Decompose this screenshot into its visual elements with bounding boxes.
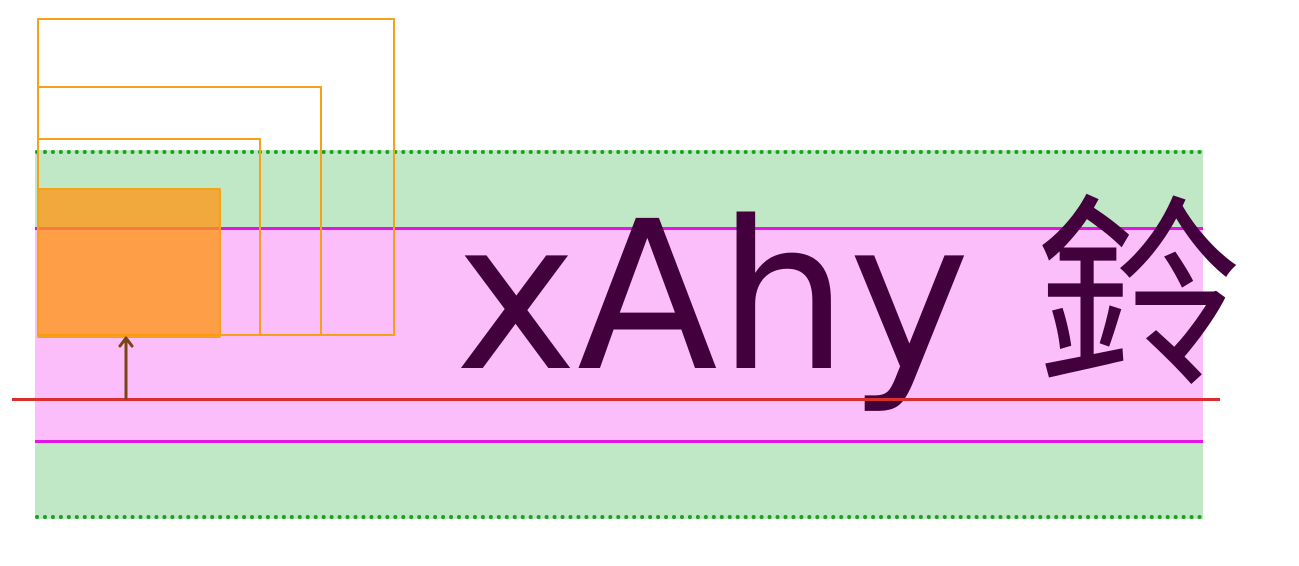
baseline-arrow-icon	[118, 336, 134, 400]
filled-inline-box	[37, 188, 221, 338]
baseline-line	[12, 398, 1220, 401]
sample-text: xAhy 鈴	[455, 177, 1242, 417]
